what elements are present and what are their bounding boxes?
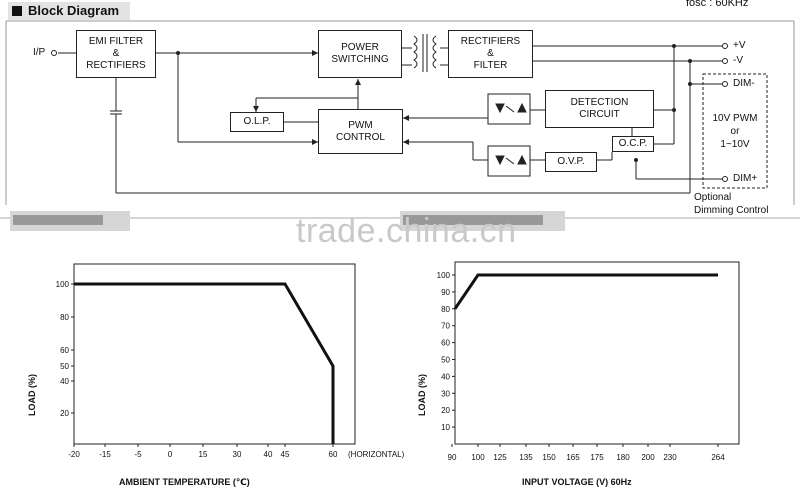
chart1-ytick: 40	[60, 377, 69, 386]
dim-mode-line-2: or	[730, 126, 740, 137]
chart1-xtick: -15	[99, 450, 111, 459]
chart2-ytick: 20	[441, 406, 450, 415]
chart2-xtick: 230	[663, 453, 677, 462]
chart1-plot-frame	[73, 263, 356, 445]
emi-line-2: &	[112, 48, 120, 59]
emi-line-1: EMI FILTER	[88, 36, 144, 47]
chart1-xtick: 60	[329, 450, 338, 459]
chart1-ytick: 50	[60, 362, 69, 371]
chart1-series-line	[74, 282, 335, 444]
chart2-xtick: 100	[471, 453, 485, 462]
chart2-xtick: 175	[590, 453, 604, 462]
oscillator-frequency: fosc : 60KHz	[686, 0, 749, 9]
rect-line-2: &	[487, 48, 494, 59]
chart2-xtick: 180	[616, 453, 630, 462]
chart1-xlabel: AMBIENT TEMPERATURE (℃)	[119, 477, 250, 487]
emi-line-3: RECTIFIERS	[86, 60, 146, 71]
derating-section-bar	[10, 211, 130, 231]
chart1-ylabel: LOAD (%)	[27, 374, 37, 416]
chart2-plot-frame	[454, 261, 740, 445]
chart2-ytick: 80	[441, 305, 450, 314]
dim-caption-line-1: Optional	[694, 192, 732, 203]
chart1-xtick: -20	[68, 450, 80, 459]
section-header-bar	[8, 2, 130, 20]
chart1-ytick: 60	[60, 346, 69, 355]
section-bullet-icon	[12, 6, 22, 16]
emi-filter-block: EMI FILTER&RECTIFIERS	[76, 30, 156, 78]
chart2-ytick: 100	[437, 271, 451, 280]
pwm-line-2: CONTROL	[336, 131, 385, 143]
chart2-xtick: 135	[519, 453, 533, 462]
chart1-ytick: 100	[56, 280, 70, 289]
chart1-xtick: 40	[264, 450, 273, 459]
chart2-series-line	[453, 273, 718, 310]
dim-plus-label: DIM+	[733, 173, 758, 184]
chart1-ytick: 20	[60, 409, 69, 418]
chart2-ytick: 10	[441, 423, 450, 432]
chart2-xtick: 200	[641, 453, 655, 462]
ocp-label: O.C.P.	[618, 138, 648, 149]
rectifiers-filter-block: RECTIFIERS&FILTER	[448, 30, 533, 78]
dimming-mode-label: 10V PWM or 1~10V	[706, 112, 764, 151]
pwm-line-1: PWM	[348, 119, 373, 131]
detect-line-1: DETECTION	[570, 97, 629, 108]
olp-block: O.L.P.	[230, 112, 284, 132]
section-title: Block Diagram	[28, 3, 120, 18]
dim-mode-line-1: 10V PWM	[712, 113, 758, 124]
detect-line-2: CIRCUIT	[579, 109, 620, 120]
chart2-xtick: 90	[448, 453, 457, 462]
chart2-ytick: 60	[441, 339, 450, 348]
chart2-xtick: 150	[542, 453, 556, 462]
rect-line-3: FILTER	[473, 60, 508, 71]
chart1-xtick: 15	[199, 450, 208, 459]
chart2-ytick: 40	[441, 372, 450, 381]
input-derating-section-bar	[400, 211, 565, 231]
rect-line-1: RECTIFIERS	[460, 36, 521, 47]
chart2-xlabel: INPUT VOLTAGE (V) 60Hz	[522, 477, 632, 487]
ovp-label: O.V.P.	[557, 156, 585, 167]
dim-minus-label: DIM-	[733, 78, 755, 89]
chart2-xtick: 264	[711, 453, 725, 462]
power-line-1: POWER	[341, 42, 379, 53]
chart2-ylabel: LOAD (%)	[417, 374, 427, 416]
chart1-xtick: -5	[134, 450, 142, 459]
chart1-xtick: 0	[168, 450, 173, 459]
watermark: trade.china.cn	[296, 212, 517, 250]
olp-label: O.L.P.	[243, 116, 271, 127]
chart2-ytick: 50	[441, 356, 450, 365]
input-terminal-label: I/P	[33, 47, 46, 58]
chart2-xtick: 165	[566, 453, 580, 462]
chart1-xtick: 30	[233, 450, 242, 459]
chart2-ytick: 30	[441, 389, 450, 398]
power-line-2: SWITCHING	[331, 54, 389, 65]
ocp-block: O.C.P.	[612, 136, 654, 152]
chart2-ytick: 70	[441, 322, 450, 331]
chart1-ytick: 80	[60, 313, 69, 322]
vplus-terminal-label: +V	[733, 40, 746, 51]
chart1-xtick: (HORIZONTAL)	[348, 450, 405, 459]
chart2-ytick: 90	[441, 288, 450, 297]
chart2-xtick: 125	[493, 453, 507, 462]
dim-caption-line-2: Dimming Control	[694, 205, 769, 216]
optional-dimming-caption: Optional Dimming Control	[694, 191, 768, 217]
chart1-xtick: 45	[281, 450, 290, 459]
vminus-terminal-label: -V	[733, 55, 743, 66]
dim-mode-line-3: 1~10V	[720, 139, 750, 150]
ovp-block: O.V.P.	[545, 152, 597, 172]
